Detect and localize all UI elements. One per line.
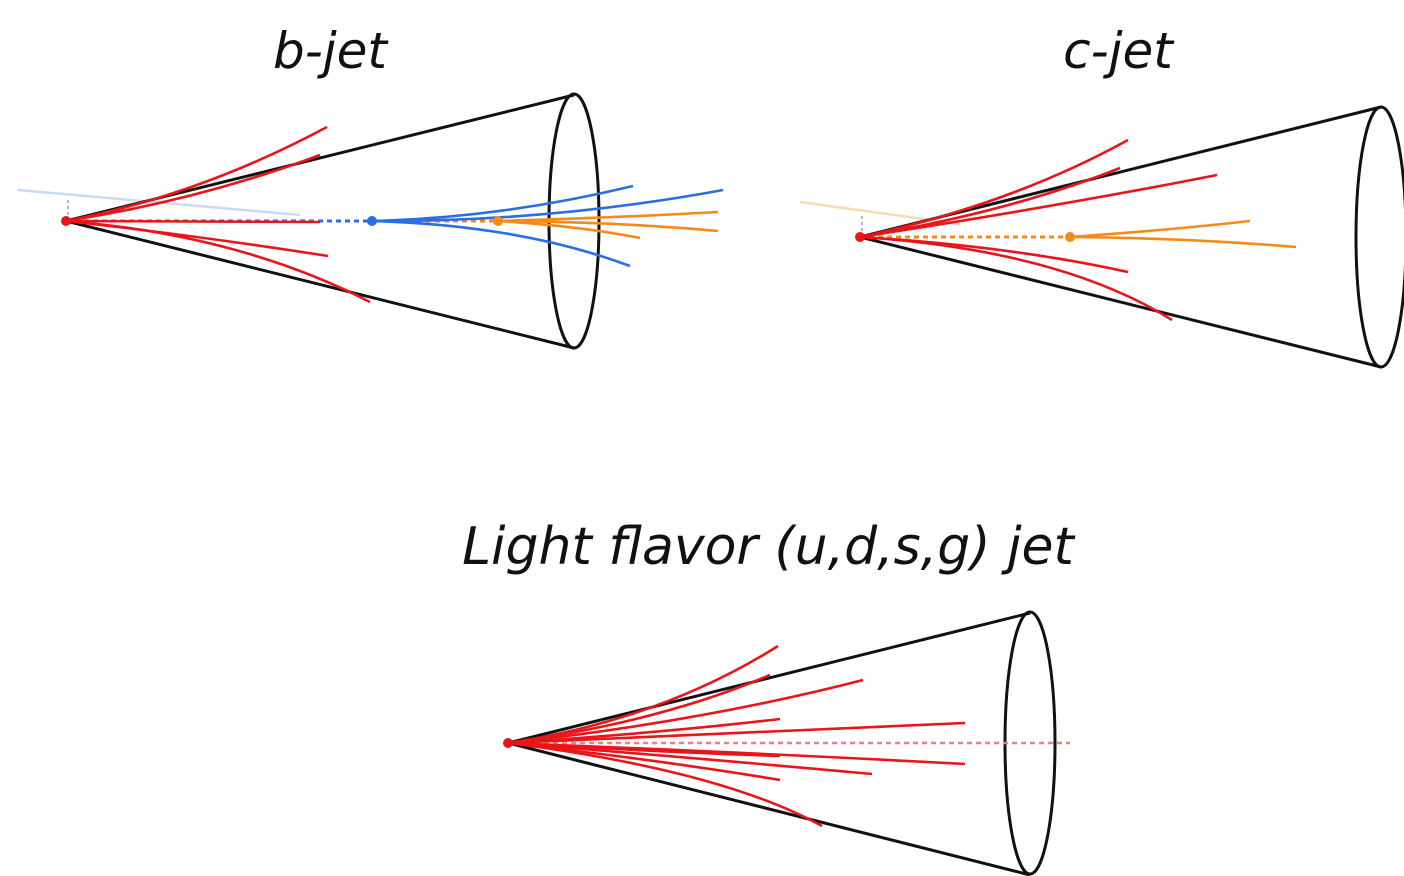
c-decay-tracks: [1069, 219, 1297, 249]
b-primary-track: [65, 219, 321, 224]
light-primary-track: [507, 741, 873, 776]
light-primary-tracks: [507, 644, 966, 828]
light-primary-vertex: [503, 738, 513, 748]
b-primary-track: [65, 125, 328, 223]
b-primary-vertex: [61, 216, 71, 226]
c-primary-vertex: [855, 232, 865, 242]
c-jet-title: c-jet: [1063, 22, 1175, 80]
light-jet-title: Light flavor (u,d,s,g) jet: [462, 517, 1075, 577]
light-primary-track: [507, 673, 771, 745]
b-primary-track: [65, 219, 329, 258]
c-primary-tracks: [859, 138, 1218, 322]
c-incoming-faint-line: [799, 200, 961, 226]
b-jet-title: b-jet: [273, 22, 389, 80]
c-decay-track: [1069, 219, 1251, 239]
c-primary-track: [859, 235, 1173, 322]
c-decay-track: [497, 219, 641, 240]
c-jet-panel: c-jet: [799, 22, 1404, 369]
light-primary-track: [507, 741, 966, 766]
light-jet-cone: [507, 611, 1031, 876]
light-primary-track: [507, 741, 823, 828]
c-decay-track: [497, 219, 719, 233]
b-primary-track: [65, 219, 371, 304]
light-primary-track: [507, 721, 966, 745]
b-decay-track: [371, 184, 634, 223]
light-jet-panel: Light flavor (u,d,s,g) jet: [462, 517, 1076, 876]
b-primary-track: [65, 153, 321, 223]
b-secondary-vertex: [367, 216, 377, 226]
b-decay-track: [371, 219, 631, 268]
light-primary-track: [507, 678, 864, 745]
b-jet-panel: b-jet: [17, 22, 724, 350]
light-primary-track: [507, 717, 781, 745]
b-decay-track: [371, 188, 724, 223]
c-decay-track: [1069, 235, 1297, 249]
b-decay-tracks: [371, 184, 724, 268]
c-jet-cone-mouth: [1354, 105, 1404, 369]
c-secondary-vertex: [1065, 232, 1075, 242]
b-primary-tracks: [65, 125, 371, 304]
b-tertiary-vertex: [493, 216, 503, 226]
light-primary-track: [507, 644, 779, 745]
b-c-decay-tracks: [497, 210, 719, 240]
c-primary-track: [859, 138, 1129, 239]
c-primary-track: [859, 173, 1218, 239]
